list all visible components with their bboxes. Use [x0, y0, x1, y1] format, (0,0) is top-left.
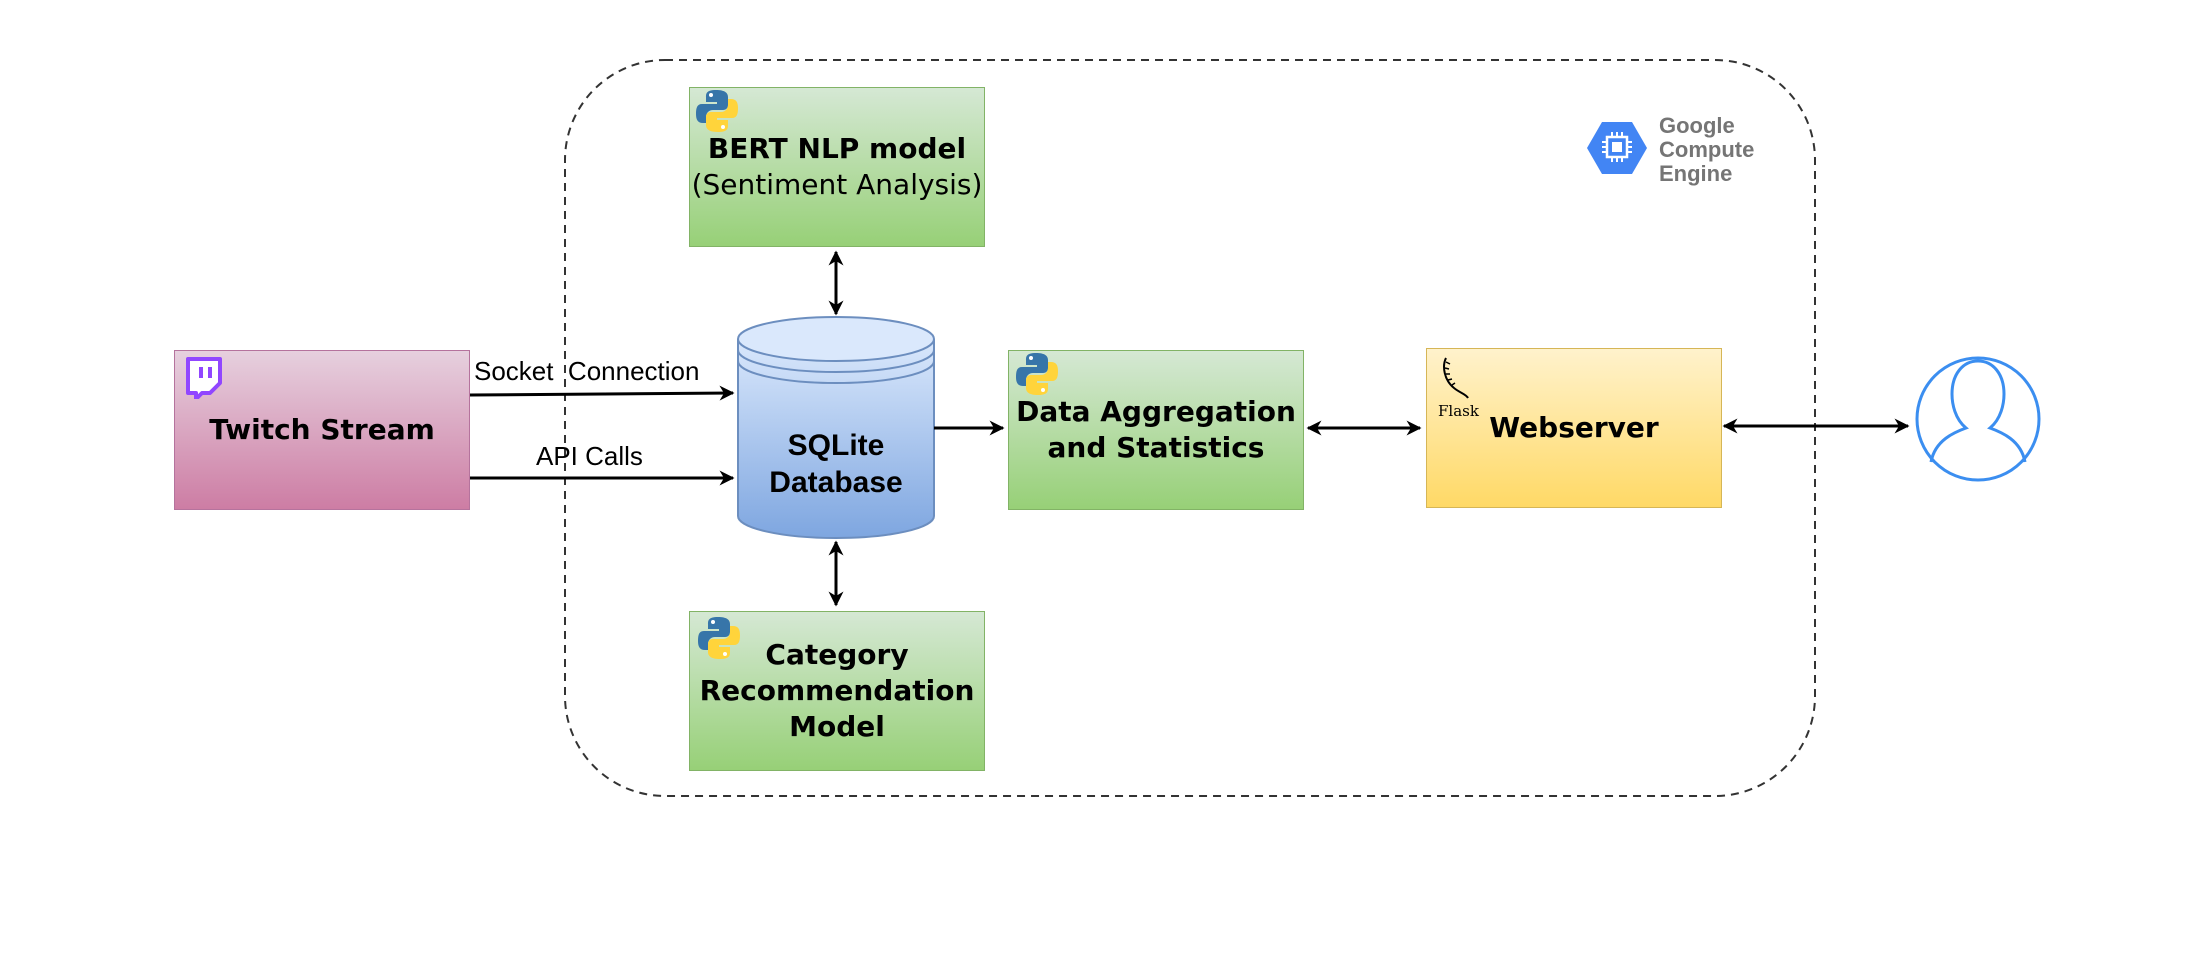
flask-icon	[1443, 357, 1469, 399]
socket-connection-label: Socket Connection	[474, 356, 700, 386]
aggregation-line1: Data Aggregation	[1016, 395, 1296, 428]
python-icon	[1016, 353, 1058, 395]
google-compute-engine-icon	[1587, 122, 1647, 174]
category-line2: Recommendation	[699, 674, 975, 707]
webserver-node: Webserver	[1426, 348, 1722, 508]
category-line1: Category	[765, 638, 909, 671]
gce-line1: Google	[1659, 113, 1735, 138]
flask-logo-text: Flask	[1438, 402, 1479, 420]
python-icon	[696, 90, 738, 132]
gce-line3: Engine	[1659, 161, 1733, 186]
api-calls-label: API Calls	[536, 441, 643, 471]
aggregation-line2: and Statistics	[1047, 431, 1265, 464]
database-label: SQLite Database	[736, 427, 936, 501]
user-icon	[1915, 356, 2041, 482]
google-compute-engine-label: Google Compute Engine	[1659, 114, 1754, 186]
twitch-icon	[186, 357, 222, 399]
category-recommendation-node: Category Recommendation Model	[689, 611, 985, 771]
sqlite-database-shape	[737, 316, 935, 539]
category-line3: Model	[789, 710, 885, 743]
database-line1: SQLite	[787, 429, 885, 462]
twitch-stream-label: Twitch Stream	[209, 413, 435, 446]
bert-subtitle: (Sentiment Analysis)	[691, 168, 983, 201]
edge-socket-connection	[469, 385, 735, 401]
twitch-stream-node: Twitch Stream	[174, 350, 470, 510]
bert-nlp-model-node: BERT NLP model (Sentiment Analysis)	[689, 87, 985, 247]
database-line2: Database	[769, 466, 903, 499]
python-icon	[698, 617, 740, 659]
bert-title: BERT NLP model	[707, 132, 967, 165]
data-aggregation-node: Data Aggregation and Statistics	[1008, 350, 1304, 510]
webserver-label: Webserver	[1489, 411, 1659, 444]
gce-line2: Compute	[1659, 137, 1755, 162]
